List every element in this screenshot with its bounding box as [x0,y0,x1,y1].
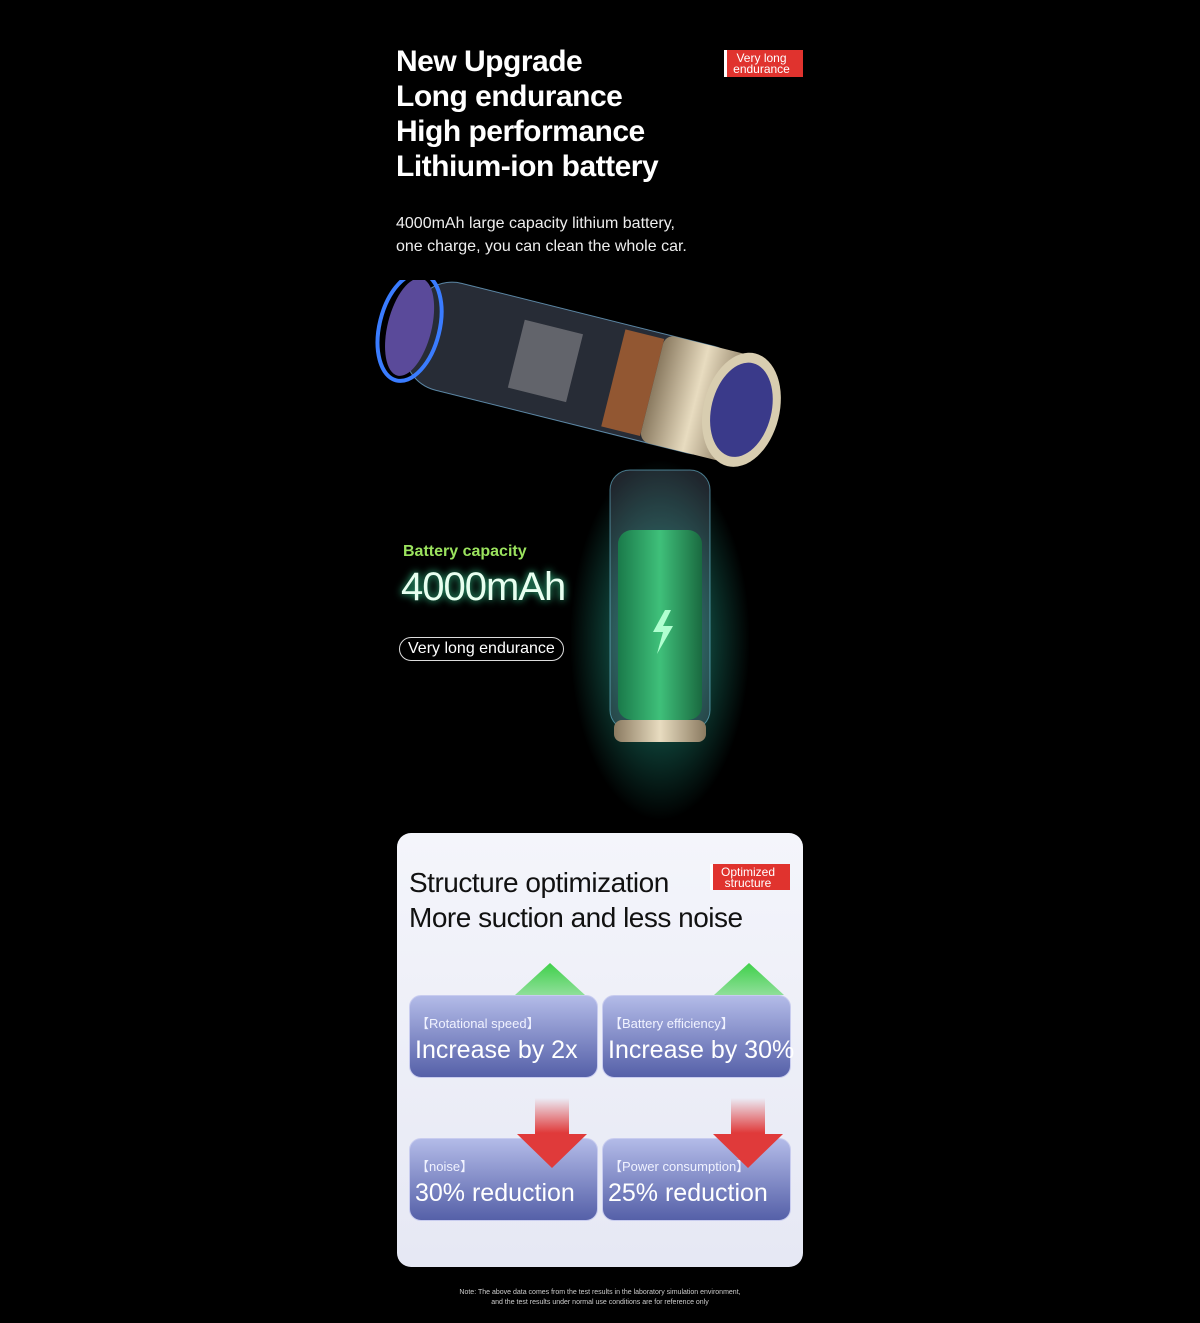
optimized-badge: Optimized structure [710,864,790,890]
endurance-pill: Very long endurance [399,637,564,661]
stat-label: 【noise】 [416,1159,474,1174]
vacuum-product-image [375,280,781,820]
stat-value: Increase by 30% [608,1036,795,1064]
stat-tile-power-consumption: 【Power consumption】 25% reduction [602,1138,791,1221]
headline-line: Long endurance [396,80,623,113]
stat-tile-rotational-speed: 【Rotational speed】 Increase by 2x [409,995,598,1078]
arrow-down-icon [713,1098,783,1168]
stat-label: 【Battery efficiency】 [609,1016,734,1031]
subtitle: 4000mAh large capacity lithium battery, … [396,212,687,258]
battery-capacity-value: 4000mAh [401,565,566,609]
stat-tile-battery-efficiency: 【Battery efficiency】 Increase by 30% [602,995,795,1078]
headline-line: New Upgrade [396,45,583,78]
stat-label: 【Power consumption】 [609,1159,750,1174]
structure-card: Structure optimization More suction and … [397,833,803,1267]
headline: New Upgrade Long endurance High performa… [396,44,659,184]
subtitle-line: 4000mAh large capacity lithium battery, [396,215,675,232]
stat-value: Increase by 2x [415,1036,578,1064]
stat-value: 30% reduction [415,1179,575,1207]
endurance-badge: Very long endurance [724,50,803,77]
arrow-down-icon [517,1098,587,1168]
headline-line: Lithium-ion battery [396,150,659,183]
card-title-line: Structure optimization [409,867,669,898]
note-line: and the test results under normal use co… [491,1299,709,1306]
card-title-line: More suction and less noise [409,902,743,933]
card-title: Structure optimization More suction and … [409,865,743,935]
stat-value: 25% reduction [608,1179,768,1207]
battery-capacity-label: Battery capacity [403,543,527,560]
subtitle-line: one charge, you can clean the whole car. [396,238,687,255]
headline-line: High performance [396,115,645,148]
note-line: Note: The above data comes from the test… [459,1289,741,1296]
disclaimer-note: Note: The above data comes from the test… [0,1288,1200,1308]
stat-label: 【Rotational speed】 [416,1016,540,1031]
